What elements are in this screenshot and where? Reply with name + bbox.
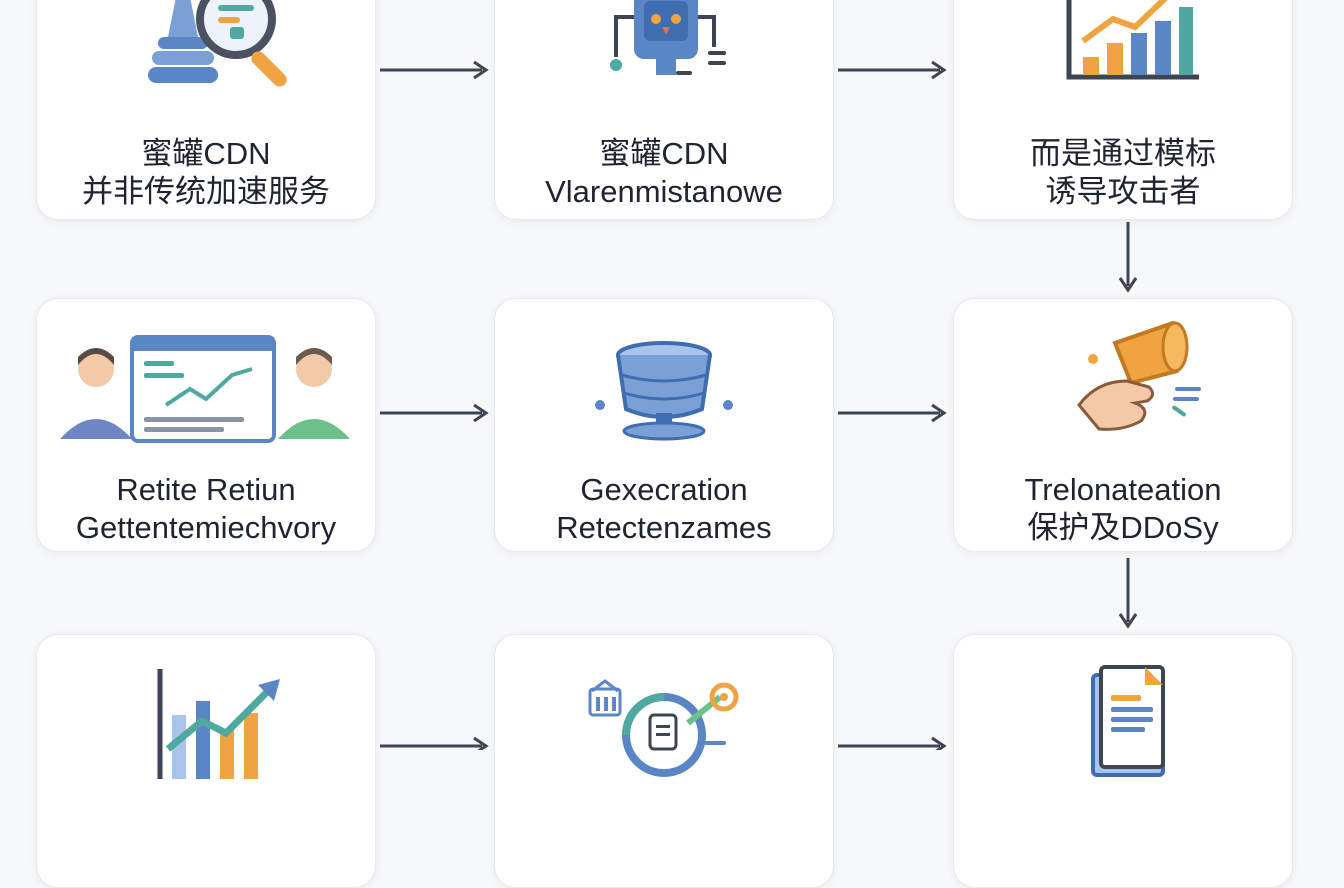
magnifier-icon: [86, 0, 326, 97]
step-card-8: [494, 634, 834, 888]
honeypot-jar-icon: [544, 313, 784, 443]
arrow-right-icon: [838, 736, 947, 750]
step-label: 蜜罐CDN 并非传统加速服务: [82, 136, 330, 209]
hand-horn-icon: [1003, 313, 1243, 443]
step-label: Retite Retiun Gettentemiechvory: [75, 472, 337, 545]
arrow-down-icon: [1118, 222, 1138, 293]
step-card-7: [36, 634, 376, 888]
step-card-2: 蜜罐CDN Vlarenmistanowe: [494, 0, 834, 220]
step-label: 蜜罐CDN Vlarenmistanowe: [545, 136, 783, 209]
users-dashboard-icon: [56, 313, 356, 443]
arrow-right-icon: [380, 403, 489, 423]
report-document-icon: [1003, 649, 1243, 779]
step-card-4: Retite Retiun Gettentemiechvory: [36, 298, 376, 552]
arrow-right-icon: [838, 403, 947, 423]
growth-chart-icon: [86, 649, 326, 779]
arrow-down-icon: [1118, 558, 1138, 629]
step-card-5: Gexecration Retectenzames: [494, 298, 834, 552]
step-card-3: 而是通过模标 诱导攻击者: [953, 0, 1293, 220]
step-card-1: 蜜罐CDN 并非传统加速服务: [36, 0, 376, 220]
step-card-6: Trelonateation 保护及DDoSy: [953, 298, 1293, 552]
step-label: Gexecration Retectenzames: [556, 472, 772, 545]
step-card-9: [953, 634, 1293, 888]
step-label: Trelonateation 保护及DDoSy: [1024, 472, 1222, 545]
arrow-right-icon: [380, 60, 489, 80]
gear-document-icon: [544, 649, 784, 779]
arrow-right-icon: [838, 60, 947, 80]
step-label: 而是通过模标 诱导攻击者: [1030, 136, 1216, 209]
arrow-right-icon: [380, 736, 489, 750]
robot-icon: [544, 0, 784, 97]
bar-chart-icon: [1003, 0, 1243, 97]
